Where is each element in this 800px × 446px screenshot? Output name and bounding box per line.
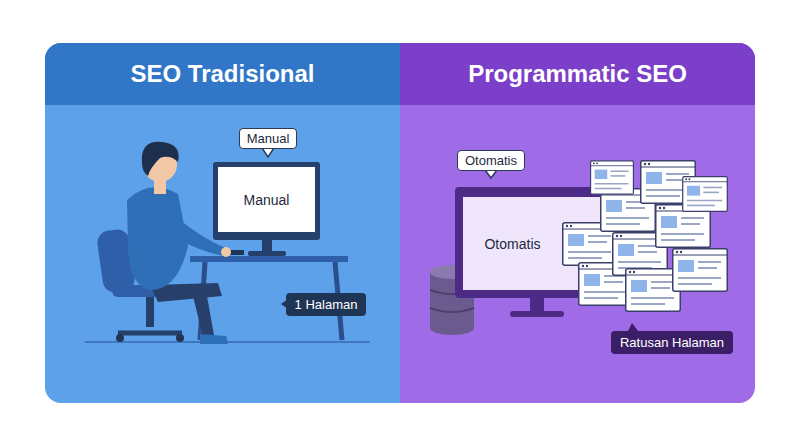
- tag-text: 1 Halaman: [295, 297, 358, 312]
- callout-box: Manual: [239, 128, 298, 149]
- panel-title: SEO Tradisional: [130, 60, 314, 88]
- comparison-panel: Programmatic SEOOtomatisOtomatisRatusan …: [400, 43, 755, 403]
- callout-box: Otomatis: [457, 150, 525, 171]
- tag-text: Ratusan Halaman: [620, 335, 724, 350]
- monitor-screen: Manual: [218, 167, 315, 232]
- monitor-screen: Otomatis: [463, 197, 562, 290]
- panel-title: Programmatic SEO: [468, 60, 687, 88]
- callout-text: Manual: [247, 131, 290, 146]
- comparison-panel: SEO TradisionalManualManual1 Halaman: [45, 43, 400, 403]
- screen-text: Manual: [244, 192, 290, 208]
- label-tag: 1 Halaman: [286, 293, 367, 316]
- callout-text: Otomatis: [465, 153, 517, 168]
- screen-text: Otomatis: [484, 236, 540, 252]
- label-tag: Ratusan Halaman: [611, 331, 733, 354]
- desk-scene: [85, 142, 370, 344]
- automation-scene: [430, 161, 727, 335]
- panel-grounds: [45, 43, 755, 403]
